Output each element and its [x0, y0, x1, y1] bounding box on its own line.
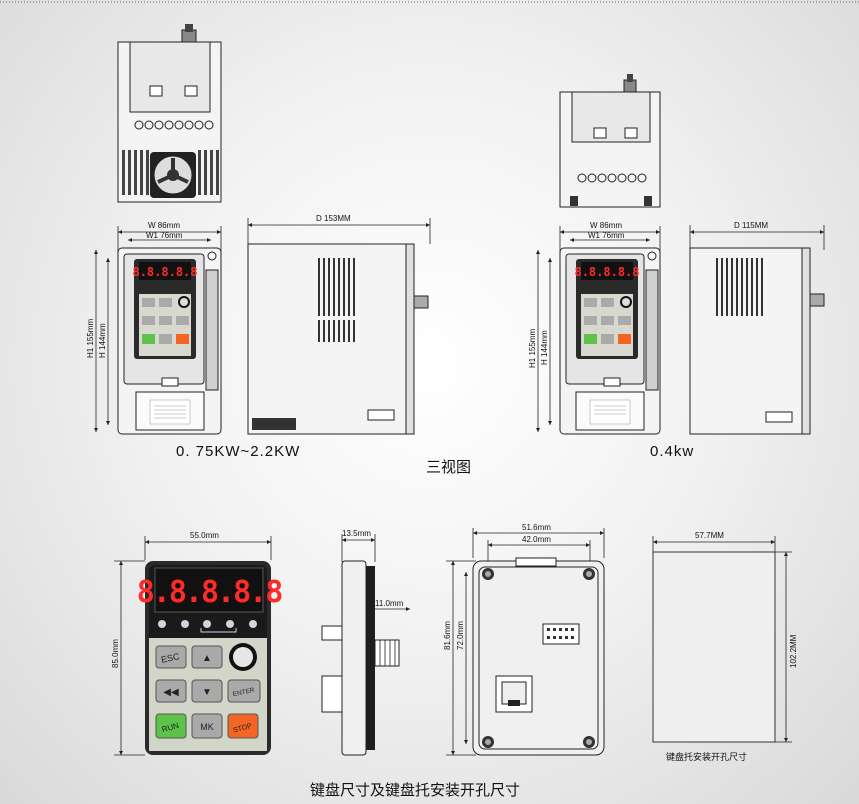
up-button[interactable]: ▲ [191, 645, 223, 669]
svg-text:STOP: STOP [233, 723, 253, 735]
small-drive-caption: 0.4kw [650, 443, 694, 460]
mounting-screws [482, 568, 595, 748]
stop-button[interactable]: STOP [227, 713, 259, 739]
small-h1-label: H1 155mm [528, 329, 537, 368]
enter-button[interactable]: ENTER [227, 679, 261, 703]
back-inner-height-label: 72.0mm [456, 621, 465, 650]
back-outer-width-label: 51.6mm [522, 523, 551, 532]
keypad-width-label: 55.0mm [190, 531, 219, 540]
large-w1-label: W1 76mm [146, 231, 183, 240]
cooling-fins [122, 150, 219, 195]
svg-text:ENTER: ENTER [232, 687, 255, 698]
reverse-button[interactable]: ◀◀ [155, 679, 187, 703]
small-drive-top-view [559, 74, 661, 208]
large-h1-label: H1 155mm [86, 319, 95, 358]
bottom-caption: 键盘尺寸及键盘托安装开孔尺寸 [310, 781, 520, 799]
small-drive-front-view: W 86mm W1 76mm H1 155mm H 144mm 8.8.8.8.… [528, 221, 661, 435]
back-outer-height-label: 81.6mm [443, 621, 452, 650]
large-drive-top-view [117, 24, 222, 203]
keypad-height-label: 85.0mm [111, 639, 120, 668]
large-drive-side-view: D 153MM [247, 214, 431, 435]
large-w-label: W 86mm [148, 221, 180, 230]
back-inner-width-label: 42.0mm [522, 535, 551, 544]
mk-button[interactable]: MK [191, 713, 223, 739]
svg-text:▲: ▲ [202, 653, 212, 664]
large-d-label: D 153MM [316, 214, 351, 223]
keypad-front-view: 55.0mm 85.0mm 8.8.8.8.8 ESC ▲ ◀◀ [111, 531, 284, 756]
large-h-label: H 144mm [98, 323, 107, 358]
svg-text:MK: MK [200, 722, 214, 732]
svg-text:ESC: ESC [160, 651, 181, 665]
small-w1-label: W1 76mm [588, 231, 625, 240]
svg-text:8.8.8.8.8: 8.8.8.8.8 [574, 265, 639, 279]
pin-header-icon [542, 623, 580, 645]
large-drive-front-view: W 86mm W1 76mm H1 155mm H 144mm 8.8.8.8.… [86, 221, 222, 435]
fan-icon [150, 152, 196, 198]
keypad-back-view: 51.6mm 42.0mm 81.6mm 72.0mm [443, 523, 605, 756]
esc-button[interactable]: ESC [155, 645, 187, 669]
cutout-caption: 键盘托安装开孔尺寸 [666, 751, 747, 763]
small-h-label: H 144mm [540, 330, 549, 365]
side-flange-label: 11.0mm [375, 599, 404, 608]
three-view-caption: 三视图 [426, 458, 471, 476]
keypad-side-view: 13.5mm 11.0mm [321, 529, 410, 756]
terminal-row [134, 120, 214, 130]
large-drive-caption: 0. 75KW~2.2KW [176, 443, 300, 460]
knob-icon[interactable] [229, 643, 257, 671]
cutout-height-label: 102.2MM [789, 634, 798, 668]
run-button[interactable]: RUN [155, 713, 187, 739]
svg-text:▼: ▼ [202, 687, 212, 698]
cutout-view: 57.7MM 102.2MM 键盘托安装开孔尺寸 [652, 531, 798, 763]
svg-text:8.8.8.8.8: 8.8.8.8.8 [132, 265, 197, 279]
keypad-display: 8.8.8.8.8 [137, 575, 282, 610]
svg-text:RUN: RUN [161, 721, 180, 734]
small-drive-side-view: D 115MM [689, 221, 825, 435]
cutout-width-label: 57.7MM [695, 531, 724, 540]
small-d-label: D 115MM [734, 221, 768, 230]
down-button[interactable]: ▼ [191, 679, 223, 703]
rj45-port-icon [495, 675, 533, 713]
small-w-label: W 86mm [590, 221, 622, 230]
svg-text:◀◀: ◀◀ [163, 687, 179, 698]
side-depth-label: 13.5mm [342, 529, 371, 538]
status-leds [158, 620, 257, 628]
